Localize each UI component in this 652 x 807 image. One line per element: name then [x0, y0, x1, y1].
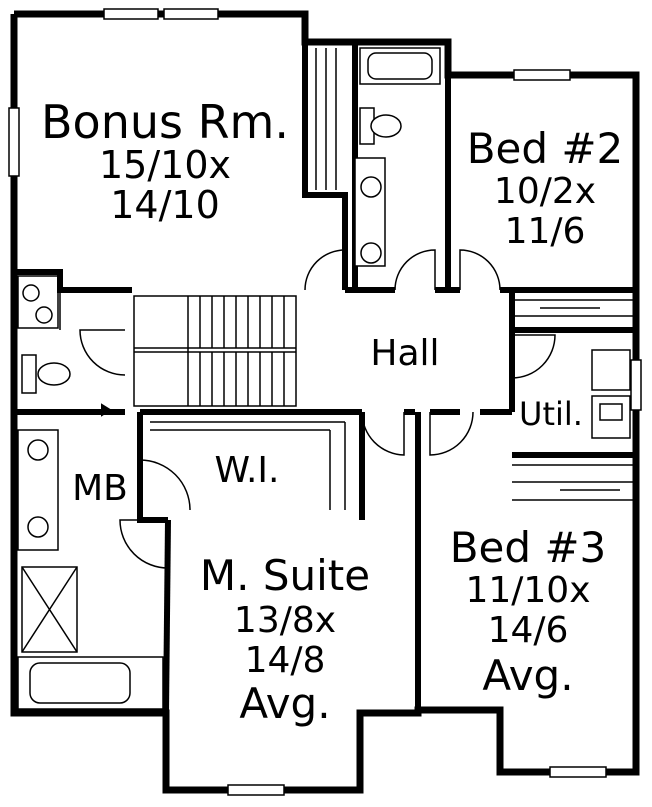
- toilet-icon: [359, 107, 402, 145]
- room-bed2: Bed #2 10/2x 11/6: [467, 124, 624, 252]
- room-name-wi: W.I.: [215, 450, 280, 491]
- room-dim-msuite-2: 14/8: [245, 640, 326, 681]
- shower-icon: [21, 566, 78, 653]
- washer-dryer-icon: [591, 349, 631, 439]
- sink-icon: [354, 157, 386, 267]
- room-dim-bonus-1: 15/10x: [99, 143, 231, 187]
- room-dim-bed3-1: 11/10x: [465, 570, 590, 611]
- room-msuite: M. Suite 13/8x 14/8 Avg.: [200, 551, 370, 728]
- room-name-hall: Hall: [370, 333, 439, 374]
- room-dim-bed3-2: 14/6: [488, 610, 569, 651]
- master-tub-icon: [17, 656, 164, 710]
- room-note-bed3: Avg.: [482, 651, 573, 700]
- exterior-walls: [10, 10, 640, 794]
- room-dim-msuite-1: 13/8x: [234, 600, 336, 641]
- room-dim-bed2-1: 10/2x: [494, 171, 596, 212]
- closet-bonus: [315, 48, 337, 190]
- double-sink-icon: [17, 429, 59, 551]
- mechanical-icon: [17, 275, 59, 329]
- closet-bed2: [512, 299, 636, 317]
- closet-bed3: [512, 464, 636, 501]
- room-name-mb: MB: [72, 468, 128, 509]
- walk-in-shelves: [150, 421, 346, 510]
- room-dim-bed2-2: 11/6: [505, 211, 586, 252]
- room-dim-bonus-2: 14/10: [110, 183, 220, 227]
- staircase: [133, 295, 297, 407]
- room-name-bonus: Bonus Rm.: [41, 95, 289, 149]
- door-swings: [59, 249, 556, 569]
- room-bed3: Bed #3 11/10x 14/6 Avg.: [450, 523, 607, 700]
- bathtub-icon: [359, 47, 441, 85]
- windows: [8, 8, 642, 796]
- room-bonus: Bonus Rm. 15/10x 14/10: [41, 95, 289, 227]
- room-name-bed3: Bed #3: [450, 523, 607, 572]
- room-name-bed2: Bed #2: [467, 124, 624, 173]
- room-note-msuite: Avg.: [239, 679, 330, 728]
- toilet-icon: [21, 354, 71, 394]
- room-name-msuite: M. Suite: [200, 551, 370, 600]
- arrow-icon: [80, 403, 112, 417]
- room-name-util: Util.: [519, 395, 583, 433]
- interior-walls: [14, 42, 636, 714]
